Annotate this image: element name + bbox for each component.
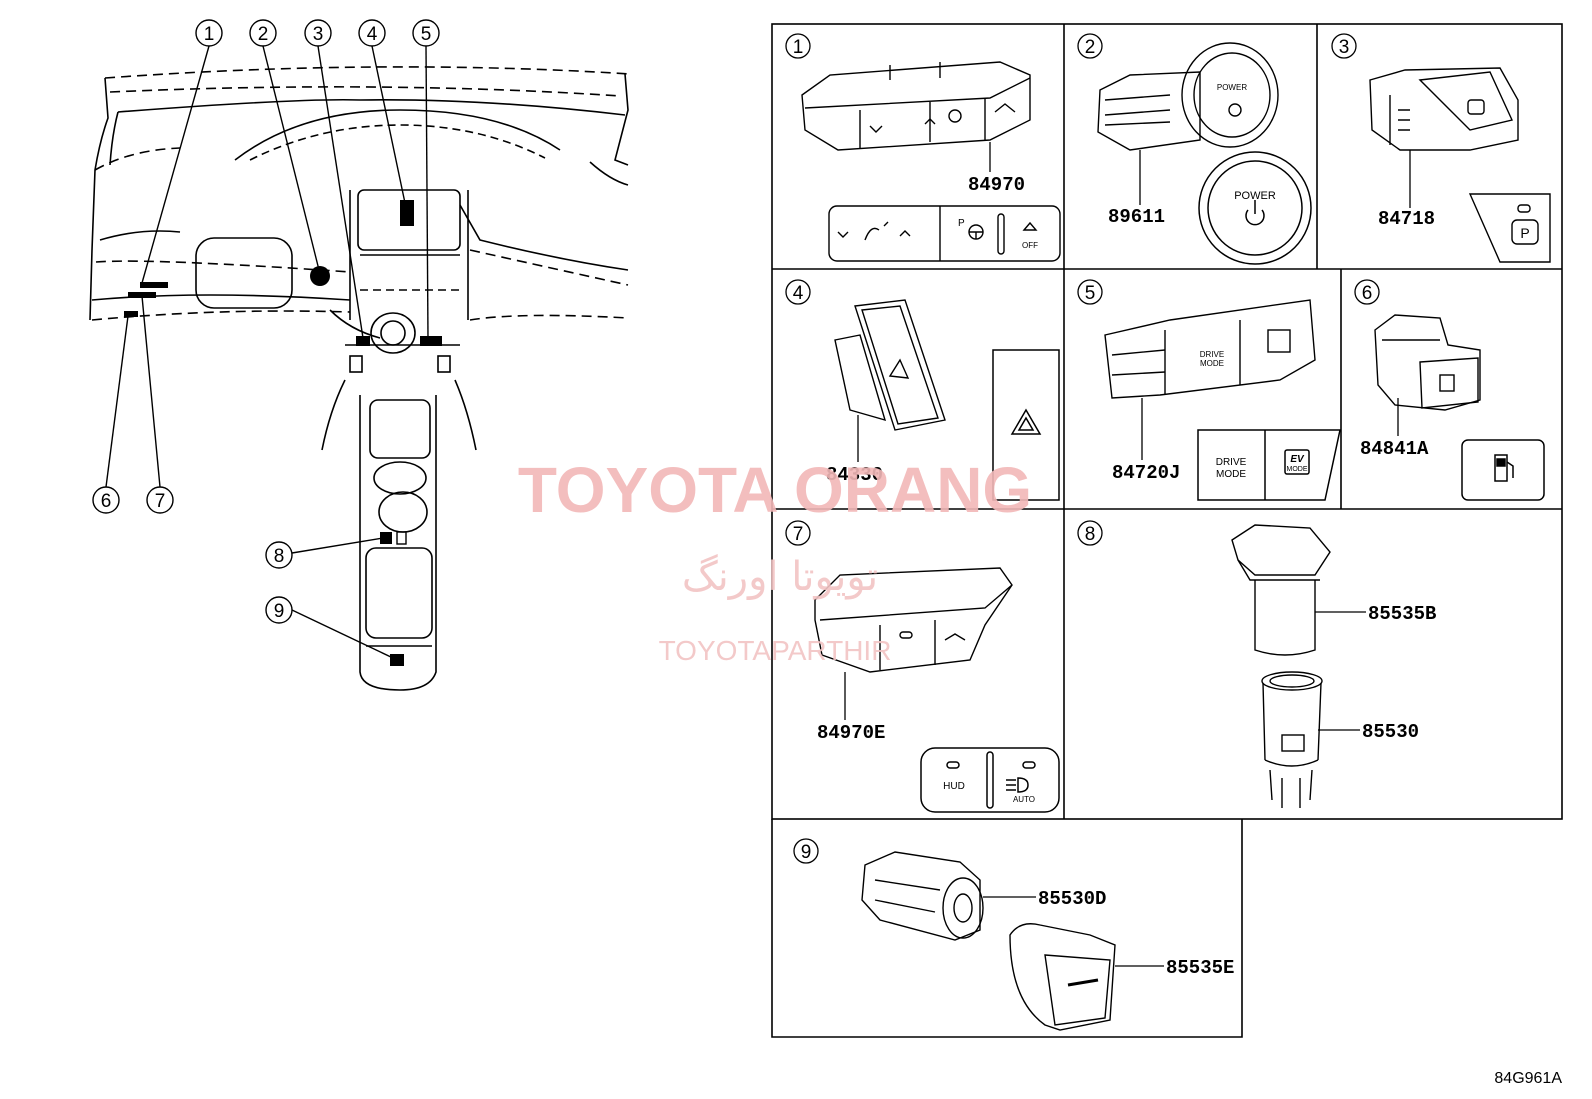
- panel-number-7: 7: [785, 520, 811, 546]
- svg-text:4: 4: [793, 283, 804, 304]
- label-ev: EV: [1290, 454, 1305, 465]
- part-number-84330: 84330: [826, 464, 883, 486]
- panel-4: 4 84330: [785, 279, 1060, 501]
- svg-text:7: 7: [155, 491, 166, 512]
- socket-cover-85535B-drawing: [1231, 524, 1331, 656]
- part-number-84718: 84718: [1378, 208, 1435, 230]
- callout-8: 8: [265, 541, 293, 569]
- part-number-85530D: 85530D: [1038, 888, 1106, 910]
- callout-5: 5: [412, 19, 440, 47]
- panel-grid: [771, 23, 1563, 1038]
- watermark: TOYOTA ORANG تویوتا اورنگ TOYOTAPARTHIR: [518, 454, 1032, 666]
- svg-text:2: 2: [258, 24, 269, 45]
- panel-3: 3 84718 P: [1331, 33, 1551, 263]
- switch-84720J-drawing: [1104, 299, 1316, 399]
- watermark-main: TOYOTA ORANG: [518, 454, 1032, 526]
- panel-number-5: 5: [1077, 279, 1103, 305]
- panel-number-3: 3: [1331, 33, 1357, 59]
- svg-text:8: 8: [1085, 524, 1096, 545]
- svg-text:2: 2: [1085, 37, 1096, 58]
- callout-4: 4: [358, 19, 386, 47]
- switch-84718-face: [1468, 193, 1551, 263]
- panel-number-9: 9: [793, 838, 819, 864]
- svg-text:7: 7: [793, 524, 804, 545]
- panel-number-1: 1: [785, 33, 811, 59]
- label-p: P: [1520, 225, 1529, 241]
- label-off: OFF: [1022, 241, 1038, 250]
- part-number-84720J: 84720J: [1112, 462, 1180, 484]
- diagram-code: 84G961A: [1494, 1070, 1562, 1087]
- callout-1: 1: [195, 19, 223, 47]
- callout-3: 3: [304, 19, 332, 47]
- panel-7: 7 84970E HUD AUTO: [785, 520, 1060, 813]
- socket-cover-85535E-drawing: [1009, 923, 1116, 1031]
- dashboard-overview: [89, 66, 631, 691]
- svg-text:6: 6: [101, 491, 112, 512]
- power-button-face: [1198, 151, 1312, 265]
- svg-text:9: 9: [801, 842, 812, 863]
- callout-2: 2: [249, 19, 277, 47]
- panel-5: 5 DRIVE MODE 84720J DRIVE MODE EV MODE: [1077, 279, 1341, 501]
- label-power-small: POWER: [1217, 83, 1247, 92]
- label-auto: AUTO: [1013, 795, 1035, 804]
- watermark-farsi: تویوتا اورنگ: [682, 554, 878, 600]
- hud-switch-face: [920, 747, 1060, 813]
- callout-9: 9: [265, 596, 293, 624]
- fuel-lid-switch-face: [1461, 439, 1545, 501]
- svg-text:1: 1: [793, 37, 804, 58]
- label-ev-mode: MODE: [1287, 466, 1308, 473]
- part-number-89611: 89611: [1108, 206, 1165, 228]
- socket-85530D-drawing: [861, 851, 984, 941]
- svg-text:4: 4: [367, 24, 378, 45]
- switch-84841A-drawing: [1374, 314, 1481, 411]
- hazard-switch-face: [992, 349, 1060, 501]
- svg-text:1: 1: [204, 24, 215, 45]
- switch-84718-drawing: [1369, 67, 1519, 151]
- part-number-85535B: 85535B: [1368, 603, 1436, 625]
- watermark-sub: TOYOTAPARTHIR: [659, 635, 892, 666]
- overview-callouts: 1 2 3 4 5 6 7 8 9: [92, 19, 440, 624]
- panel-6: 6 84841A: [1354, 279, 1545, 501]
- switch-89611-drawing: [1097, 42, 1279, 151]
- switch-84970-face: [828, 205, 1061, 262]
- panel-number-4: 4: [785, 279, 811, 305]
- switch-84970-drawing: [801, 61, 1031, 151]
- part-number-85535E: 85535E: [1166, 957, 1234, 979]
- part-number-84970: 84970: [968, 174, 1025, 196]
- svg-text:6: 6: [1362, 283, 1373, 304]
- panel-1: 1 84970 P OFF: [785, 33, 1061, 262]
- panel-9: 9 85530D 85535E: [793, 838, 1234, 1031]
- switch-84970E-drawing: [814, 567, 1013, 673]
- svg-text:5: 5: [421, 24, 432, 45]
- panel-number-6: 6: [1354, 279, 1380, 305]
- overview-leader-lines: [105, 45, 429, 659]
- panel-number-2: 2: [1077, 33, 1103, 59]
- callout-6: 6: [92, 486, 120, 514]
- overview-location-markers: [124, 200, 442, 666]
- label-drive-small: DRIVE: [1200, 350, 1224, 359]
- label-p-steering: P: [958, 218, 965, 229]
- label-mode: MODE: [1216, 469, 1246, 480]
- switch-84330-drawing: [834, 299, 946, 431]
- socket-85530-drawing: [1261, 671, 1323, 808]
- panel-number-8: 8: [1077, 520, 1103, 546]
- svg-text:8: 8: [274, 546, 285, 567]
- svg-text:3: 3: [1339, 37, 1350, 58]
- label-mode-small: MODE: [1200, 359, 1224, 368]
- svg-text:3: 3: [313, 24, 324, 45]
- svg-text:9: 9: [274, 601, 285, 622]
- panel-2: 2 POWER 89611 POWER: [1077, 33, 1312, 265]
- part-number-84970E: 84970E: [817, 722, 885, 744]
- part-number-84841A: 84841A: [1360, 438, 1429, 460]
- label-power: POWER: [1234, 190, 1276, 202]
- part-number-85530: 85530: [1362, 721, 1419, 743]
- panel-8: 8 85535B 85530: [1077, 520, 1436, 808]
- label-hud: HUD: [943, 781, 965, 792]
- svg-text:5: 5: [1085, 283, 1096, 304]
- drive-mode-switch-face: [1197, 429, 1341, 501]
- label-drive: DRIVE: [1216, 457, 1247, 468]
- callout-7: 7: [146, 486, 174, 514]
